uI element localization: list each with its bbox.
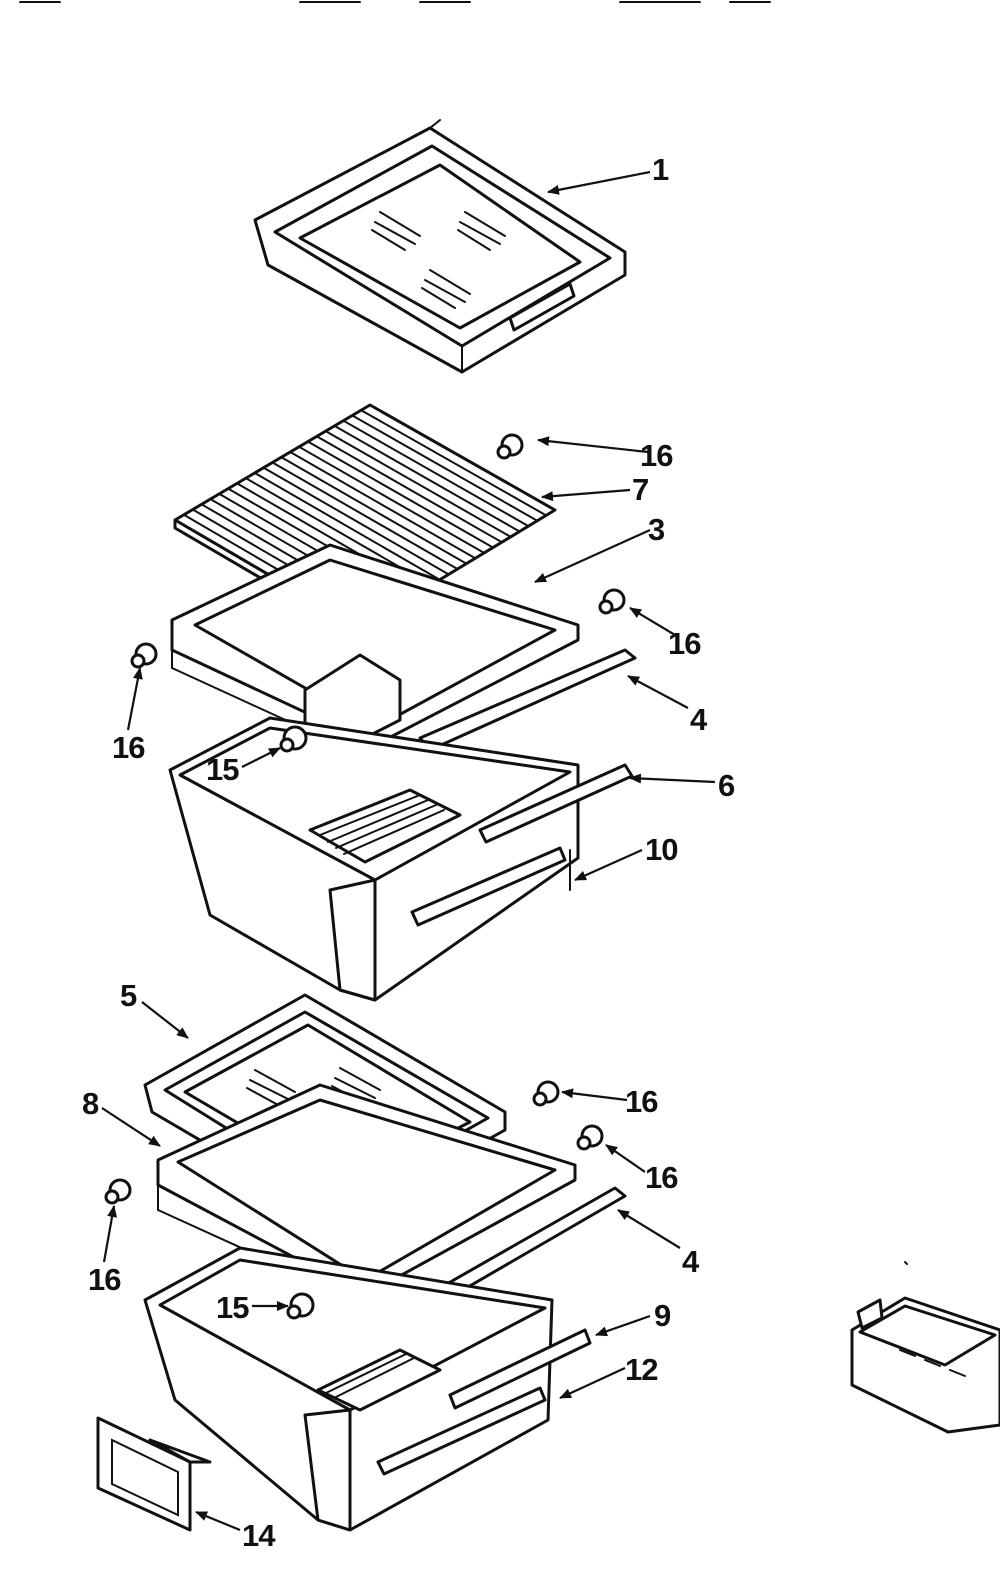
clip-15-a <box>279 725 308 753</box>
clip-16-d <box>532 1080 560 1107</box>
clip-16-e <box>576 1124 604 1151</box>
grille-line <box>280 456 468 565</box>
grille-line <box>271 461 459 570</box>
label-holder-14 <box>96 1416 212 1532</box>
callout-7: 7 <box>632 472 648 507</box>
grille-line <box>333 424 521 533</box>
clip-16-c <box>130 642 158 669</box>
crisper-frame-3 <box>170 543 580 750</box>
grille-line <box>342 419 530 528</box>
grille-line <box>253 471 441 581</box>
grille-line <box>315 435 503 544</box>
callout-3: 3 <box>648 512 665 547</box>
clip-16-a <box>496 433 524 460</box>
callout-14: 14 <box>242 1518 276 1553</box>
callout-6: 6 <box>718 768 735 803</box>
clip-16-b <box>598 588 626 615</box>
callout-16-f: 16 <box>88 1262 121 1297</box>
callout-12: 12 <box>625 1352 657 1387</box>
callout-16-a: 16 <box>640 438 673 473</box>
callout-5: 5 <box>120 978 137 1013</box>
leader-lines <box>101 170 716 1532</box>
glass-shelf-1 <box>253 119 627 374</box>
crisper-pan-10 <box>168 716 580 1002</box>
grille-line <box>324 430 512 538</box>
callout-10: 10 <box>645 832 677 867</box>
clip-16-f <box>104 1178 132 1205</box>
cropped-bin <box>850 1261 1000 1434</box>
callout-4-upper: 4 <box>690 702 708 737</box>
grille-line <box>298 445 486 554</box>
callout-8: 8 <box>82 1086 99 1121</box>
callout-4-lower: 4 <box>682 1244 700 1279</box>
grille-line <box>351 414 539 522</box>
callout-16-c: 16 <box>112 730 145 765</box>
callout-16-b: 16 <box>668 626 701 661</box>
crisper-pan-12 <box>143 1246 554 1532</box>
grille-line <box>360 409 548 517</box>
callout-15-a: 15 <box>206 752 239 787</box>
grille-line <box>262 466 450 576</box>
callout-9: 9 <box>654 1298 671 1333</box>
grille-line <box>289 451 477 560</box>
front-strip-9 <box>448 1328 592 1410</box>
grille-line <box>306 440 494 549</box>
callout-16-d: 16 <box>625 1084 658 1119</box>
callout-15-b: 15 <box>216 1290 249 1325</box>
callout-16-e: 16 <box>645 1160 678 1195</box>
callout-1: 1 <box>652 152 669 187</box>
clip-15-b <box>286 1292 315 1320</box>
